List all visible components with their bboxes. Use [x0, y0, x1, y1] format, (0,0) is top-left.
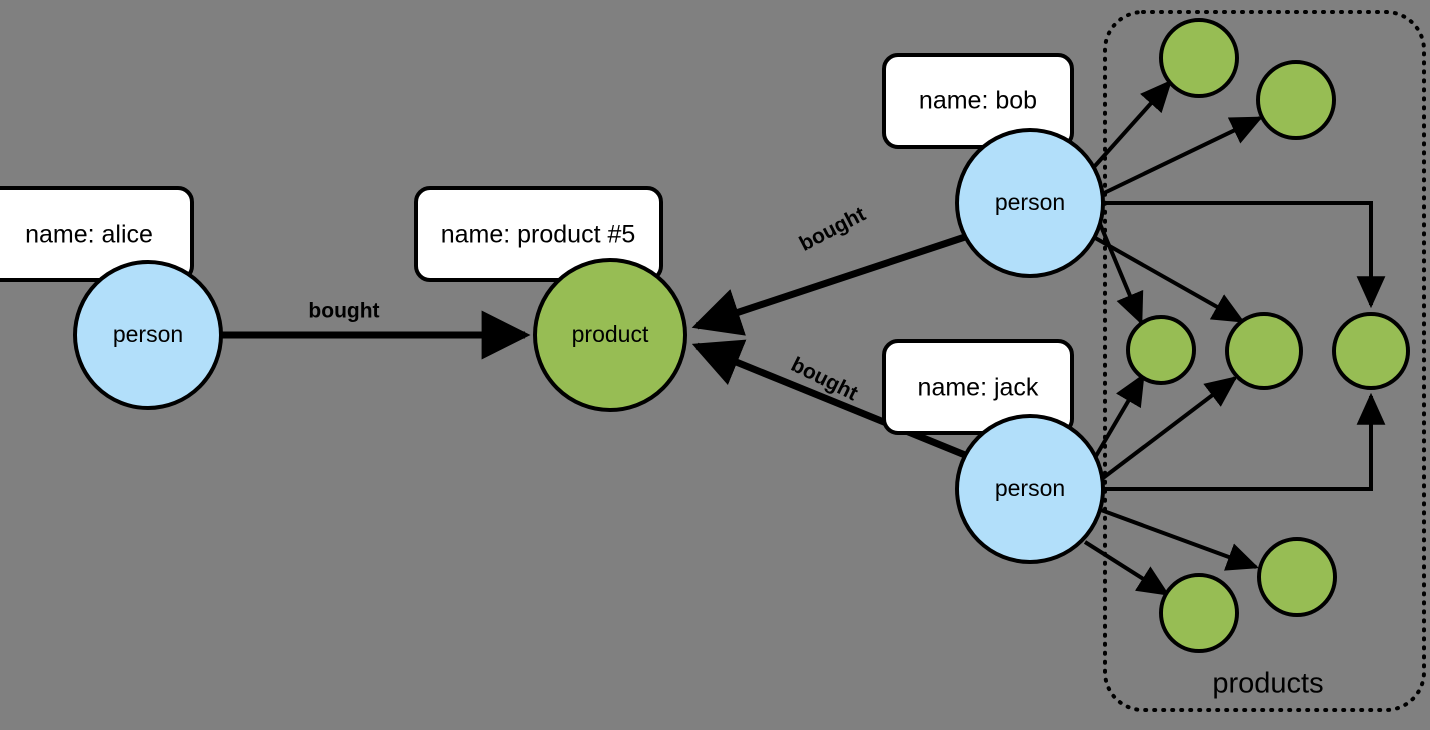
product-node-3[interactable]	[1126, 315, 1196, 385]
products-group-border	[1103, 10, 1426, 712]
edge-bob-to-product-1[interactable]	[1092, 79, 1173, 169]
node-product5[interactable]: product	[533, 258, 687, 412]
edges-layer	[221, 79, 1386, 596]
person-node-jack-label: person	[995, 475, 1065, 501]
product-node-4[interactable]	[1225, 312, 1303, 390]
person-node-bob-label: person	[995, 189, 1065, 215]
note-jack: name: jack	[882, 339, 1074, 435]
edge-label-bob-bought: bought	[796, 203, 870, 256]
edge-jack-to-product-7[interactable]	[1083, 540, 1170, 596]
person-node-bob[interactable]	[955, 128, 1105, 278]
edge-bob-to-product-4[interactable]	[1089, 233, 1245, 323]
person-node-jack[interactable]	[955, 414, 1105, 564]
person-node-alice-label: person	[113, 321, 183, 347]
edge-bob-to-product-3[interactable]	[1096, 218, 1144, 325]
note-bob-box	[882, 53, 1074, 149]
edge-bob-bought-product[interactable]	[691, 233, 967, 336]
node-bob[interactable]: person	[955, 128, 1105, 278]
edge-jack-to-product-4[interactable]	[1101, 376, 1238, 480]
product-node-main-label: product	[572, 321, 649, 347]
product-node-7[interactable]	[1159, 573, 1239, 653]
product-node-2[interactable]	[1256, 60, 1336, 140]
node-jack[interactable]: person	[955, 414, 1105, 564]
note-alice-box	[0, 186, 194, 282]
edge-label-alice-bought: bought	[308, 300, 379, 323]
note-product5-text: name: product #5	[441, 221, 636, 249]
product-node-6[interactable]	[1257, 537, 1337, 617]
product-node-1[interactable]	[1159, 18, 1239, 98]
group-products: products	[1103, 10, 1426, 712]
edge-bob-to-product-2[interactable]	[1101, 116, 1263, 196]
person-node-alice[interactable]	[73, 260, 223, 410]
edge-jack-to-product-3[interactable]	[1094, 373, 1145, 458]
edge-jack-bought-product[interactable]	[691, 339, 967, 459]
small-product-nodes	[1126, 18, 1410, 653]
note-jack-text: name: jack	[918, 374, 1039, 402]
edge-bob-to-product-5[interactable]	[1103, 201, 1386, 309]
product-node-5[interactable]	[1332, 312, 1410, 390]
note-alice-text: name: alice	[25, 221, 153, 249]
note-alice: name: alice	[0, 186, 194, 282]
edge-jack-to-product-6[interactable]	[1100, 508, 1260, 571]
product-node-main[interactable]	[533, 258, 687, 412]
products-group-label: products	[1212, 668, 1323, 700]
note-jack-box	[882, 339, 1074, 435]
note-bob: name: bob	[882, 53, 1074, 149]
note-product5: name: product #5	[414, 186, 663, 282]
edge-jack-to-product-5[interactable]	[1103, 392, 1386, 491]
node-alice[interactable]: person	[73, 260, 223, 410]
note-product5-box	[414, 186, 663, 282]
note-bob-text: name: bob	[919, 87, 1037, 115]
